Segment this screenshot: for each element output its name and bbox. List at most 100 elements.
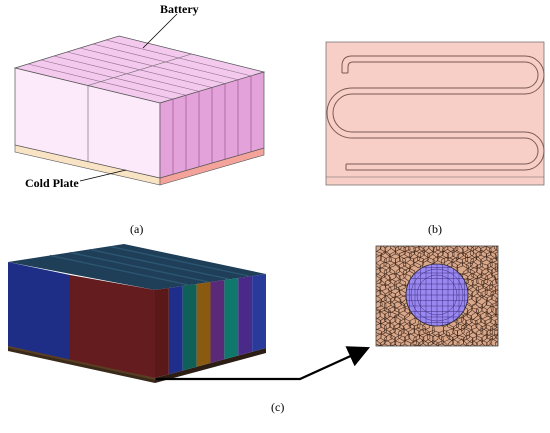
mesh-cell (455, 316, 468, 331)
mesh-cell (494, 285, 498, 295)
mesh-cell (501, 301, 512, 314)
caption-c: (c) (271, 400, 284, 414)
mesh-side-stripe (196, 282, 211, 367)
mesh-battery-front-left (8, 262, 70, 360)
mesh-cell (398, 344, 403, 346)
mesh-cell (432, 323, 445, 338)
mesh-cell (495, 340, 498, 346)
mesh-cell (494, 262, 498, 273)
mesh-cell (466, 261, 478, 275)
mesh-cell (465, 318, 478, 330)
serpentine-channel-inner (326, 61, 539, 165)
mesh-cell (476, 263, 489, 276)
mesh-side-stripes (155, 274, 266, 378)
mesh-cell (500, 246, 511, 258)
mesh-side-stripe (252, 274, 266, 352)
mesh-cell (446, 345, 450, 346)
mesh-cell (380, 329, 393, 342)
mesh-cell (428, 345, 431, 346)
mesh-side-stripe (155, 288, 169, 378)
mesh-cell (376, 289, 387, 303)
mesh-cell (452, 323, 465, 337)
mesh-cell (376, 317, 382, 331)
battery-top-cell-line (92, 43, 239, 81)
mesh-cell (475, 249, 488, 263)
mesh-cell (494, 307, 498, 318)
mesh-cell (466, 339, 478, 346)
mesh-cell (378, 307, 391, 320)
battery-top-cell-line (53, 55, 200, 92)
battery-top-cell-line (79, 47, 226, 84)
mesh-cell (384, 291, 396, 305)
mesh-cell (495, 251, 498, 261)
mesh-cell (495, 297, 498, 307)
mesh-cell (499, 323, 510, 335)
mesh-cell (466, 246, 478, 252)
mesh-cell (500, 278, 511, 291)
mesh-cell (499, 334, 511, 347)
mesh-zoom-border (375, 245, 499, 347)
mesh-cell (443, 323, 455, 337)
mesh-cell (438, 345, 440, 346)
mesh-cell (485, 305, 497, 319)
mesh-cell (427, 340, 440, 346)
mesh-cell (415, 344, 422, 346)
mesh-cell (489, 333, 498, 346)
mesh-cell (426, 330, 440, 344)
mesh-cell (376, 339, 382, 346)
mesh-cell (436, 340, 448, 346)
mesh-cell (481, 300, 494, 315)
mesh-cell (489, 313, 498, 326)
mesh-cell (395, 267, 407, 281)
battery-top-cell-line (105, 39, 252, 77)
mesh-cell (394, 313, 406, 326)
mesh-cell (376, 246, 386, 257)
mesh-cell (494, 273, 498, 284)
mesh-top-bands (49, 245, 250, 286)
mesh-cell (377, 344, 383, 346)
cold-plate-leader-line (79, 169, 127, 182)
mesh-cell (493, 328, 498, 340)
mesh-cell (398, 273, 411, 287)
mesh-cold-plate-side (155, 348, 266, 383)
mesh-battery-front-right (70, 275, 155, 378)
mesh-cell (376, 308, 381, 320)
mesh-cell (428, 246, 441, 253)
mesh-cell (389, 345, 393, 346)
mesh-cell (394, 246, 406, 257)
mesh-cell (389, 295, 402, 309)
mesh-cell (490, 288, 498, 303)
battery-label: Battery (160, 2, 199, 16)
mesh-cell (452, 347, 463, 359)
mesh-cell (465, 329, 477, 344)
mesh-cell (389, 340, 402, 346)
mesh-cell (472, 335, 483, 346)
mesh-cell (499, 256, 511, 268)
mesh-cell (388, 285, 401, 299)
mesh-cell (379, 317, 392, 330)
caption-a: (a) (130, 222, 143, 236)
mesh-side-stripe (224, 278, 239, 360)
mesh-cell (466, 344, 471, 346)
mesh-cell (398, 250, 412, 264)
mesh-cell (501, 345, 513, 357)
mesh-side-stripe (182, 284, 197, 371)
caption-b: (b) (428, 222, 442, 236)
mesh-cell (398, 261, 411, 275)
mesh-cell (447, 338, 460, 346)
mesh-cell (376, 251, 382, 264)
mesh-cell (485, 251, 498, 264)
mesh-cell (484, 345, 487, 346)
mesh-cell (418, 246, 429, 254)
mesh-cell (404, 333, 417, 346)
serpentine-channel-outer (332, 55, 545, 171)
mesh-cell (399, 318, 411, 331)
mesh-cell (480, 324, 494, 337)
zoom-arrow (156, 346, 371, 381)
panel-a: Battery Cold Plate (a) (13, 2, 266, 236)
mesh-cell (500, 291, 511, 304)
mesh-cell (455, 246, 469, 254)
mesh-cell (417, 339, 429, 346)
mesh-cell (394, 334, 407, 346)
